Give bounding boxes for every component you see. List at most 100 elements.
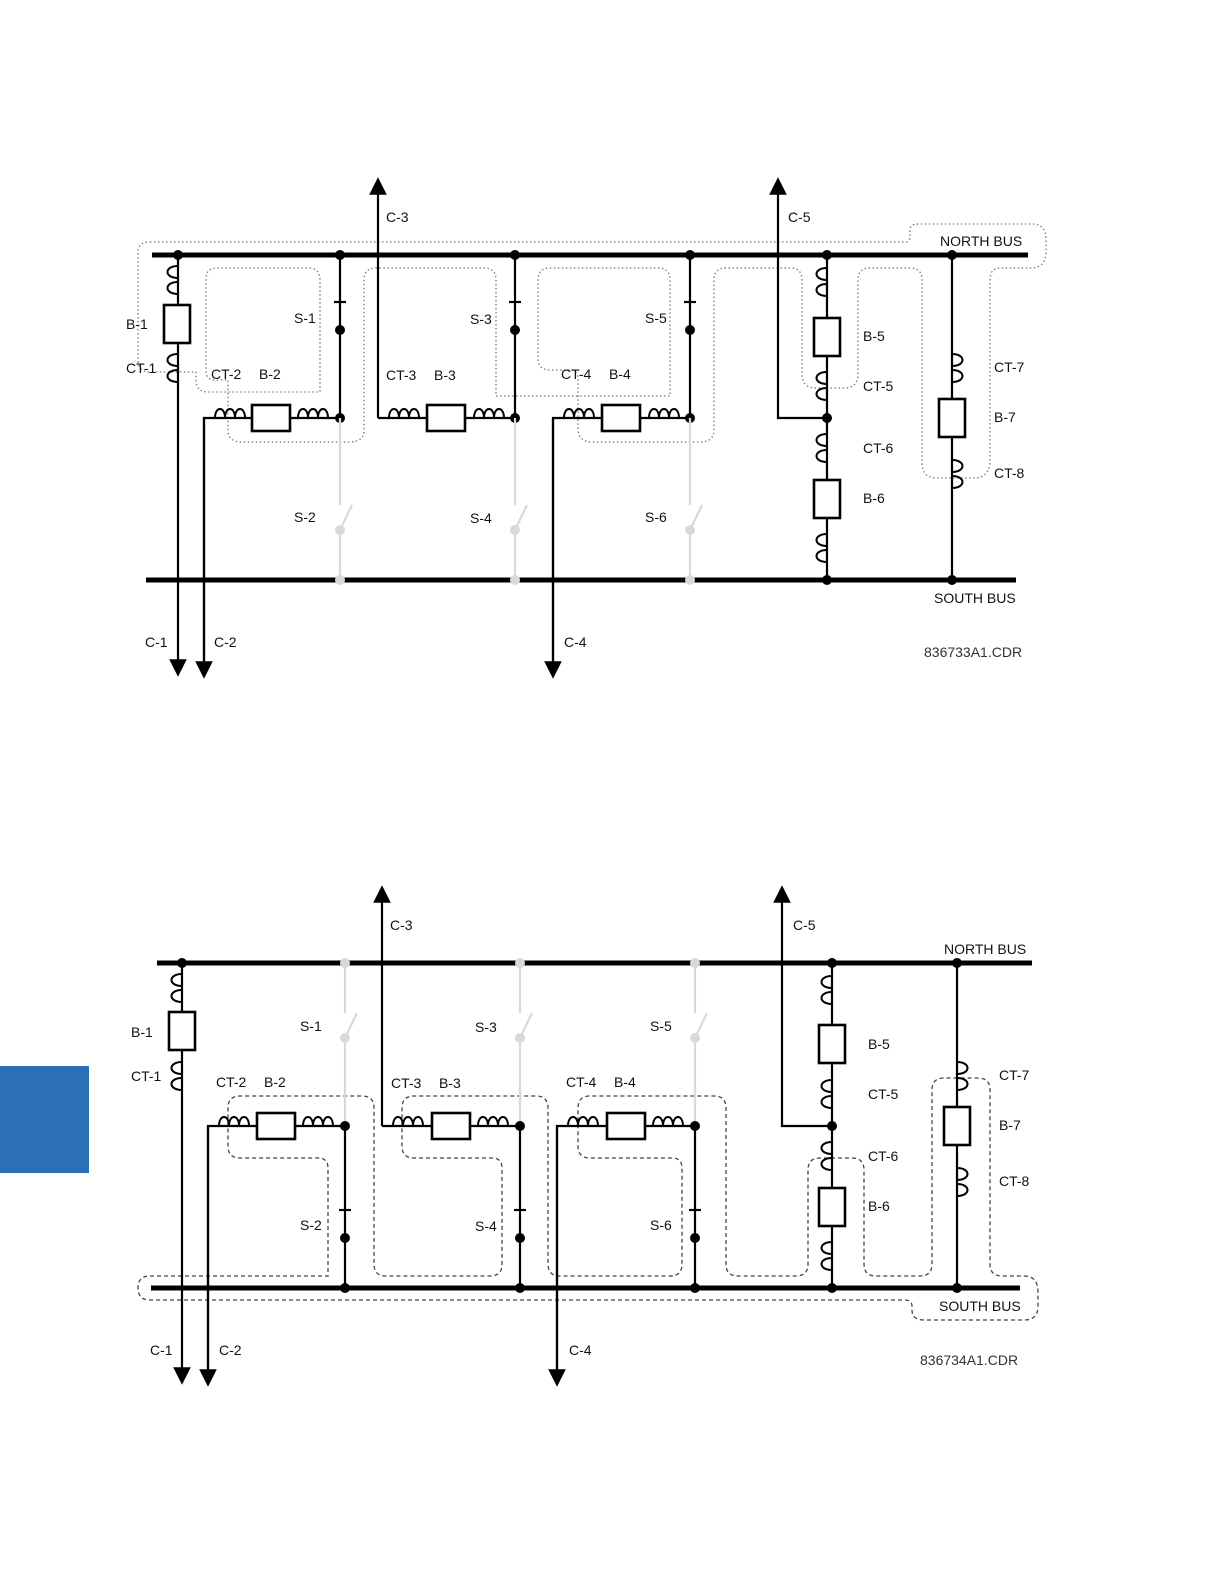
c4-label: C-4 — [564, 634, 587, 650]
north-bus-label: NORTH BUS — [940, 233, 1022, 249]
ct5-icon — [822, 1080, 833, 1108]
ct-icon — [822, 976, 833, 1004]
breaker-b5 — [814, 318, 840, 356]
ct4-label: CT-4 — [561, 366, 592, 382]
s6-label: S-6 — [650, 1217, 672, 1233]
ct3-icon — [393, 1117, 423, 1126]
diagram-top: NORTH BUS SOUTH BUS C-1 C-2 C-3 C-4 C-5 … — [126, 186, 1046, 670]
ct5-icon — [817, 372, 828, 400]
ct1-icon — [168, 354, 179, 382]
ct-icon — [474, 409, 504, 418]
ct-icon — [653, 1117, 683, 1126]
ct-icon — [298, 409, 328, 418]
breaker-b7 — [939, 399, 965, 437]
ct8-icon — [957, 1168, 968, 1196]
file-id-caption: 836733A1.CDR — [924, 644, 1022, 660]
ct-icon — [817, 534, 828, 562]
s3-label: S-3 — [470, 311, 492, 327]
feeder-c2 — [208, 1126, 345, 1376]
b7-label: B-7 — [994, 409, 1016, 425]
breaker-b6 — [819, 1188, 845, 1226]
ct2-label: CT-2 — [216, 1074, 247, 1090]
b2-label: B-2 — [259, 366, 281, 382]
s4-label: S-4 — [475, 1218, 497, 1234]
s5-label: S-5 — [650, 1018, 672, 1034]
c3-label: C-3 — [390, 917, 413, 933]
south-bus-label: SOUTH BUS — [934, 590, 1016, 606]
ct8-label: CT-8 — [994, 465, 1025, 481]
breaker-b1 — [169, 1012, 195, 1050]
ct-icon — [817, 268, 828, 296]
ct4-label: CT-4 — [566, 1074, 597, 1090]
ct1-label: CT-1 — [131, 1068, 162, 1084]
b5-label: B-5 — [868, 1036, 890, 1052]
s2-label: S-2 — [300, 1217, 322, 1233]
diagram-bottom: NORTH BUS SOUTH BUS C-1 C-2 C-3 C-4 C-5 … — [131, 894, 1038, 1378]
b1-label: B-1 — [131, 1024, 153, 1040]
ct7-icon — [952, 354, 963, 382]
ct-icon — [303, 1117, 333, 1126]
north-bus-label: NORTH BUS — [944, 941, 1026, 957]
s3-label: S-3 — [475, 1019, 497, 1035]
c2-label: C-2 — [214, 634, 237, 650]
ct6-icon — [822, 1142, 833, 1170]
ct5-label: CT-5 — [868, 1086, 899, 1102]
ct1-icon — [172, 1062, 183, 1090]
c5-label: C-5 — [788, 209, 811, 225]
feeder-c2 — [204, 418, 340, 668]
feeder-c4 — [553, 418, 690, 668]
breaker-b2 — [252, 405, 290, 431]
c4-label: C-4 — [569, 1342, 592, 1358]
ct-icon — [168, 266, 179, 294]
b2-label: B-2 — [264, 1074, 286, 1090]
b3-label: B-3 — [434, 367, 456, 383]
ct6-label: CT-6 — [863, 440, 894, 456]
ct2-icon — [219, 1117, 249, 1126]
s5-label: S-5 — [645, 310, 667, 326]
breaker-b5 — [819, 1025, 845, 1063]
b6-label: B-6 — [863, 490, 885, 506]
b7-label: B-7 — [999, 1117, 1021, 1133]
feeder-c4 — [557, 1126, 695, 1376]
ct3-label: CT-3 — [391, 1075, 422, 1091]
ct8-label: CT-8 — [999, 1173, 1030, 1189]
breaker-b1 — [164, 305, 190, 343]
ct3-icon — [389, 409, 419, 418]
c3-label: C-3 — [386, 209, 409, 225]
zone-north-bus — [138, 224, 1046, 478]
ct4-icon — [568, 1117, 598, 1126]
ct5-label: CT-5 — [863, 378, 894, 394]
breaker-b7 — [944, 1107, 970, 1145]
c2-label: C-2 — [219, 1342, 242, 1358]
ct-icon — [649, 409, 679, 418]
breaker-b6 — [814, 480, 840, 518]
ct8-icon — [952, 460, 963, 488]
b4-label: B-4 — [614, 1074, 636, 1090]
s4-label: S-4 — [470, 510, 492, 526]
ct-icon — [172, 974, 183, 1002]
c1-label: C-1 — [145, 634, 168, 650]
ct-icon — [478, 1117, 508, 1126]
b6-label: B-6 — [868, 1198, 890, 1214]
c5-label: C-5 — [793, 917, 816, 933]
b5-label: B-5 — [863, 328, 885, 344]
s1-label: S-1 — [294, 310, 316, 326]
ct1-label: CT-1 — [126, 360, 157, 376]
s1-label: S-1 — [300, 1018, 322, 1034]
breaker-b3 — [432, 1113, 470, 1139]
breaker-b4 — [602, 405, 640, 431]
ct-icon — [822, 1242, 833, 1270]
breaker-b3 — [427, 405, 465, 431]
ct4-icon — [564, 409, 594, 418]
s2-label: S-2 — [294, 509, 316, 525]
breaker-b4 — [607, 1113, 645, 1139]
ct2-icon — [215, 409, 245, 418]
b1-label: B-1 — [126, 316, 148, 332]
ct6-icon — [817, 434, 828, 462]
ct2-label: CT-2 — [211, 366, 242, 382]
ct7-icon — [957, 1062, 968, 1090]
ct7-label: CT-7 — [999, 1067, 1030, 1083]
ct3-label: CT-3 — [386, 367, 417, 383]
c1-label: C-1 — [150, 1342, 173, 1358]
